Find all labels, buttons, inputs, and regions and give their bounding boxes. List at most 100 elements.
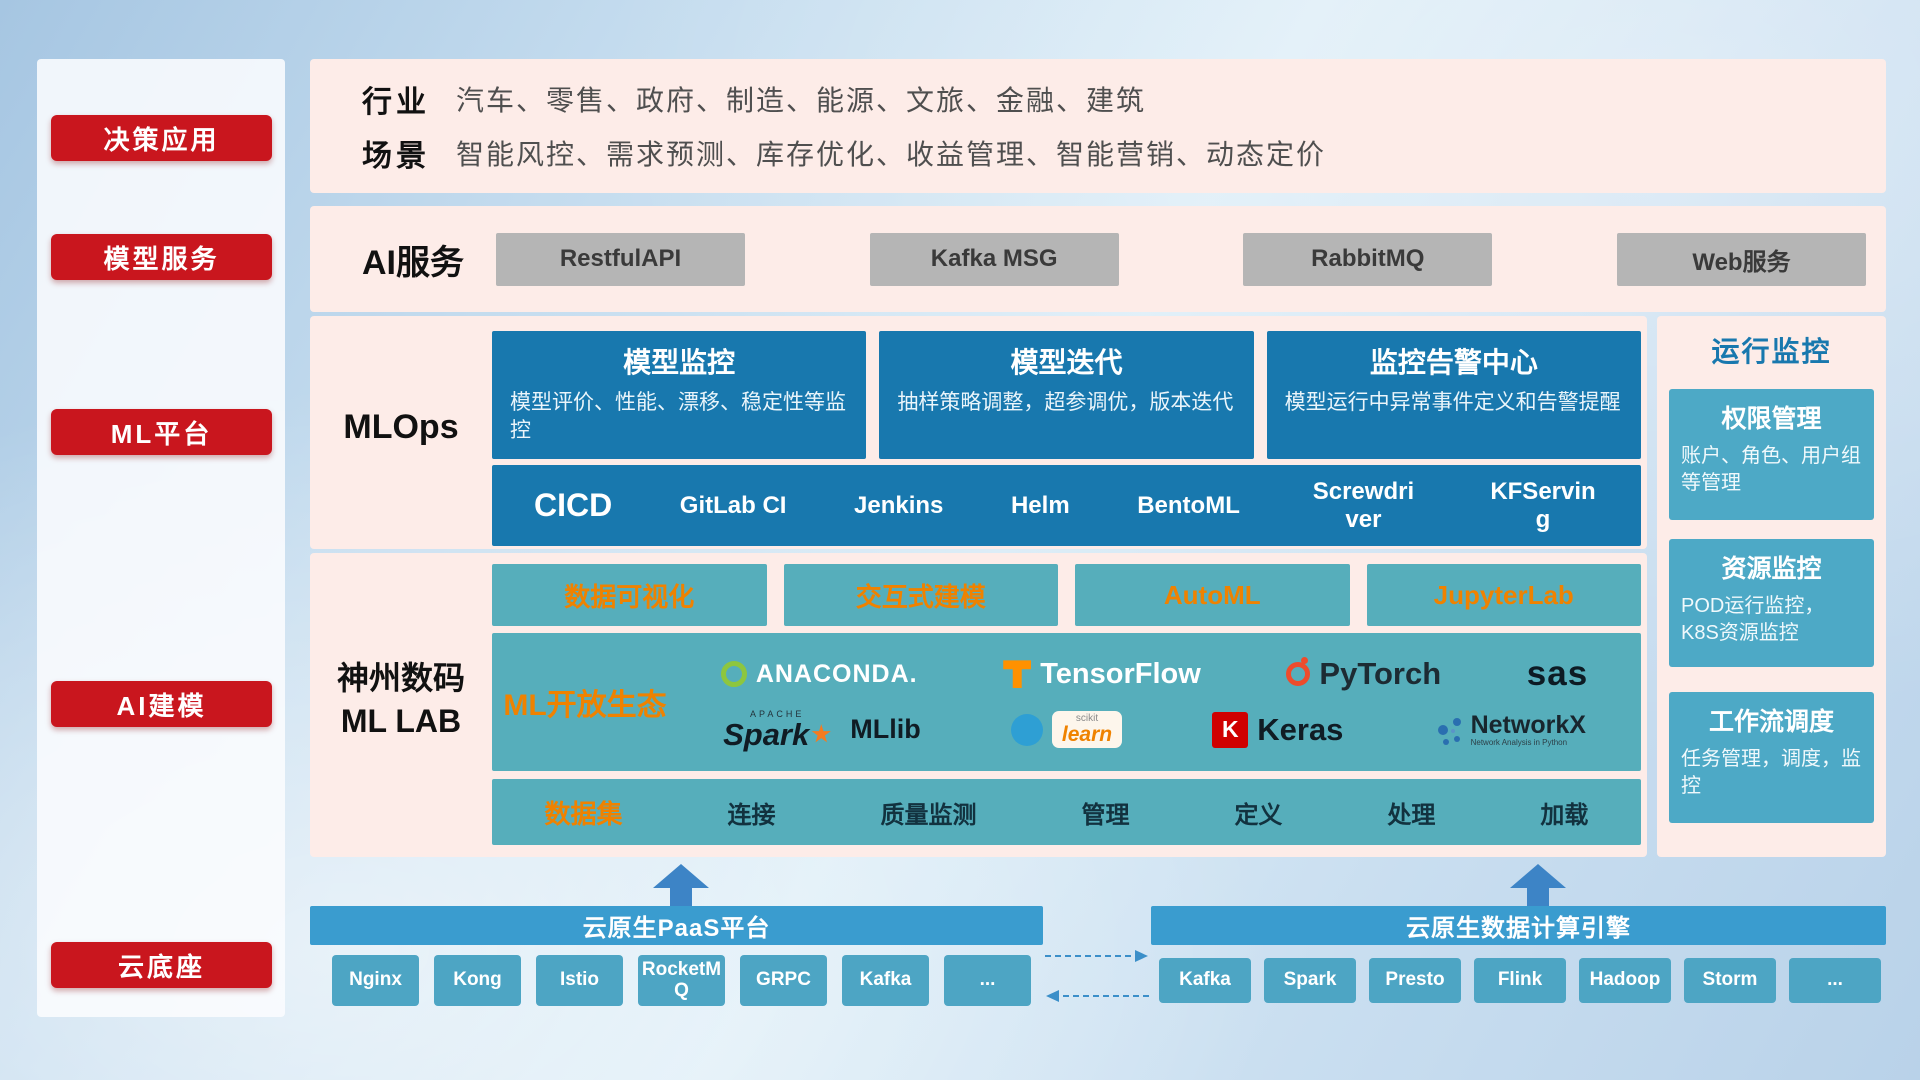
- category-decision-apps: 决策应用: [51, 115, 272, 161]
- industry-scenario-band: 行业 汽车、零售、政府、制造、能源、文旅、金融、建筑 场景 智能风控、需求预测、…: [310, 59, 1886, 193]
- engine-storm: Storm: [1684, 958, 1776, 1003]
- spark-mllib-logo: APACHE Spark MLlib: [723, 708, 921, 752]
- scikit-circle-icon: [1010, 713, 1043, 746]
- engine-spark: Spark: [1264, 958, 1356, 1003]
- paas-kafka: Kafka: [842, 955, 929, 1006]
- tensorflow-icon: [1003, 660, 1032, 689]
- paas-components: Nginx Kong Istio RocketMQ GRPC Kafka ...: [332, 955, 1031, 1006]
- tool-jupyterlab: JupyterLab: [1366, 564, 1641, 626]
- dashed-link-arrows: [1045, 950, 1149, 1002]
- industry-row: 行业 汽车、零售、政府、制造、能源、文旅、金融、建筑: [310, 77, 1886, 121]
- keras-logo: K Keras: [1212, 711, 1344, 748]
- card-resource-monitor: 资源监控 POD运行监控，K8S资源监控: [1669, 539, 1874, 667]
- dataset-load: 加载: [1540, 801, 1589, 829]
- card-desc: 抽样策略调整，超参调优，版本迭代: [897, 391, 1234, 414]
- tensorflow-logo: TensorFlow: [1003, 658, 1201, 691]
- engine-presto: Presto: [1369, 958, 1461, 1003]
- paas-platform-bar: 云原生PaaS平台: [310, 906, 1043, 945]
- card-title: 模型监控: [623, 347, 736, 378]
- networkx-dots-icon: [1437, 724, 1448, 735]
- scikit-small-text: scikit: [1075, 713, 1099, 725]
- ai-service-kafka-msg: Kafka MSG: [869, 232, 1119, 286]
- card-title: 监控告警中心: [1369, 347, 1538, 378]
- spark-text: Spark: [723, 716, 810, 752]
- dataset-process: 处理: [1387, 801, 1436, 829]
- scikit-badge: scikit learn: [1051, 711, 1123, 749]
- dataset-connect: 连接: [727, 801, 776, 829]
- logo-row-1: ANACONDA. TensorFlow PyTorch sas: [678, 654, 1631, 694]
- arrow-head: [1510, 864, 1566, 888]
- arrow-stem: [1527, 888, 1549, 906]
- cicd-helm: Helm: [1010, 491, 1070, 519]
- runtime-monitor-title: 运行监控: [1711, 336, 1832, 367]
- scenario-row: 场景 智能风控、需求预测、库存优化、收益管理、智能营销、动态定价: [310, 131, 1886, 175]
- spark-star-icon: [811, 724, 831, 743]
- cicd-toolchain-bar: CICD GitLab CI Jenkins Helm BentoML Scre…: [492, 465, 1641, 546]
- scikit-learn-logo: scikit learn: [1010, 711, 1123, 749]
- category-cloud-base: 云底座: [51, 942, 272, 988]
- arrow-stem: [670, 888, 692, 906]
- up-arrow-engine: [1510, 864, 1566, 906]
- paas-istio: Istio: [536, 955, 623, 1006]
- engine-hadoop: Hadoop: [1579, 958, 1671, 1003]
- engine-more: ...: [1789, 958, 1881, 1003]
- paas-kong: Kong: [434, 955, 521, 1006]
- up-arrow-paas: [653, 864, 709, 906]
- cicd-bentoml: BentoML: [1137, 491, 1240, 519]
- ecosystem-logos: ANACONDA. TensorFlow PyTorch sas: [678, 633, 1641, 771]
- category-ml-platform: ML平台: [51, 409, 272, 455]
- card-title: 资源监控: [1721, 555, 1822, 583]
- dataset-label: 数据集: [544, 798, 623, 829]
- card-desc: POD运行监控，K8S资源监控: [1681, 595, 1825, 644]
- sas-logo: sas: [1527, 654, 1588, 694]
- networkx-text: NetworkX: [1470, 710, 1586, 739]
- cicd-gitlab-ci: GitLab CI: [679, 491, 787, 519]
- industry-list: 汽车、零售、政府、制造、能源、文旅、金融、建筑: [456, 85, 1147, 116]
- data-engine-bar: 云原生数据计算引擎: [1151, 906, 1886, 945]
- engine-flink: Flink: [1474, 958, 1566, 1003]
- pytorch-icon: [1286, 657, 1311, 687]
- pytorch-logo: PyTorch: [1286, 656, 1441, 692]
- ecosystem-label: ML开放生态: [503, 689, 667, 722]
- pytorch-text: PyTorch: [1319, 656, 1442, 692]
- tool-interactive-modeling: 交互式建模: [783, 564, 1058, 626]
- card-permission-management: 权限管理 账户、角色、用户组等管理: [1669, 389, 1874, 520]
- apache-text: APACHE: [749, 708, 805, 719]
- tool-data-visualization: 数据可视化: [492, 564, 767, 626]
- logo-row-2: APACHE Spark MLlib scikit learn: [678, 708, 1631, 752]
- anaconda-logo: ANACONDA.: [720, 660, 918, 689]
- keras-text: Keras: [1257, 711, 1344, 747]
- mllab-tool-buttons: 数据可视化 交互式建模 AutoML JupyterLab: [492, 564, 1641, 626]
- tensorflow-text: TensorFlow: [1040, 657, 1201, 690]
- card-desc: 任务管理，调度，监控: [1681, 748, 1861, 797]
- card-desc: 账户、角色、用户组等管理: [1681, 445, 1861, 494]
- mllab-band: 神州数码 ML LAB 数据可视化 交互式建模 AutoML JupyterLa…: [310, 553, 1647, 857]
- card-title: 模型迭代: [1010, 347, 1123, 378]
- paas-nginx: Nginx: [332, 955, 419, 1006]
- left-category-rail: 决策应用 模型服务 ML平台 AI建模 云底座: [37, 59, 285, 1017]
- card-workflow-scheduler: 工作流调度 任务管理，调度，监控: [1669, 692, 1874, 823]
- category-ai-modeling: AI建模: [51, 681, 272, 727]
- dataset-pipeline-bar: 数据集 连接 质量监测 管理 定义 处理 加载: [492, 779, 1641, 845]
- runtime-monitor-column: 运行监控 权限管理 账户、角色、用户组等管理 资源监控 POD运行监控，K8S资…: [1657, 316, 1886, 857]
- card-desc: 模型评价、性能、漂移、稳定性等监控: [510, 391, 846, 443]
- mlops-cards: 模型监控 模型评价、性能、漂移、稳定性等监控 模型迭代 抽样策略调整，超参调优，…: [492, 331, 1641, 459]
- tool-automl: AutoML: [1075, 564, 1350, 626]
- ai-service-band: AI服务 RestfulAPI Kafka MSG RabbitMQ Web服务: [310, 206, 1886, 312]
- mlops-label: MLOps: [343, 408, 459, 446]
- anaconda-icon: [720, 661, 747, 688]
- card-desc: 模型运行中异常事件定义和告警提醒: [1284, 391, 1621, 414]
- arrow-head: [653, 864, 709, 888]
- card-title: 权限管理: [1721, 405, 1822, 433]
- networkx-subtitle: Network Analysis in Python: [1470, 738, 1568, 747]
- ai-service-buttons: RestfulAPI Kafka MSG RabbitMQ Web服务: [496, 232, 1866, 286]
- dataset-manage: 管理: [1081, 801, 1130, 829]
- mllab-label: 神州数码 ML LAB: [310, 657, 492, 743]
- paas-more: ...: [944, 955, 1031, 1006]
- mllab-label-line2: ML LAB: [340, 703, 462, 740]
- mllib-text: MLlib: [850, 714, 921, 745]
- category-model-service: 模型服务: [51, 234, 272, 280]
- cicd-screwdriver: Screwdriver: [1312, 477, 1415, 533]
- keras-k-icon: K: [1212, 711, 1249, 748]
